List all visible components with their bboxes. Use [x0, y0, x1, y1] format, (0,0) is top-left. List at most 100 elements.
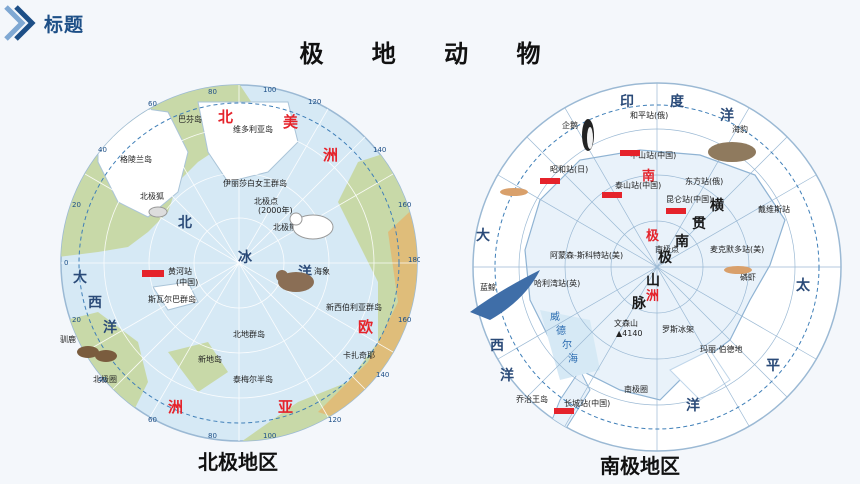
antarctic-circle [494, 104, 820, 430]
lon-label: 160 [398, 201, 411, 209]
arctic-fox-icon [148, 206, 168, 218]
region-label: 洲 [168, 398, 183, 416]
place-label: 海豹 [732, 124, 748, 134]
header-bar: 标题 [0, 0, 860, 46]
ocean-label: 洋 [686, 397, 700, 414]
place-label: 泰山站(中国) [615, 180, 661, 190]
place-label: 和平站(俄) [630, 110, 668, 120]
place-label: 长城站(中国) [564, 398, 610, 408]
lon-label: 60 [148, 100, 157, 108]
lon-label: 20 [72, 316, 81, 324]
lon-label: 80 [208, 88, 217, 96]
station-marker-icon [142, 270, 164, 277]
place-label: 乔治王岛 [516, 394, 548, 404]
place-label: 戴维斯站 [758, 204, 790, 214]
ocean-label: 大 [476, 227, 490, 244]
ocean-label: 印 [620, 93, 634, 110]
lon-label: 140 [376, 371, 389, 379]
south-ocean-labels: 印 度 洋 太 平 洋 大 西 洋 [476, 93, 811, 414]
sea-label: 海 [568, 352, 578, 365]
mountain-label: 脉 [631, 295, 647, 312]
place-label: 蓝鲸 [480, 282, 496, 292]
mountain-label: 极 [658, 249, 673, 266]
region-label: 南 [642, 168, 655, 184]
mountain-label: 山 [646, 273, 660, 289]
ocean-label: 洋 [500, 367, 514, 384]
header-title: 标题 [44, 14, 85, 36]
south-map-caption: 南极地区 [600, 454, 680, 478]
place-label: 北极狐 [140, 191, 164, 201]
region-label: 洲 [646, 289, 659, 304]
seal-icon [708, 142, 756, 162]
krill-icon-2 [724, 266, 752, 274]
sea-label: 尔 [562, 338, 572, 351]
svalbard-land [152, 281, 199, 311]
lon-label: 160 [398, 316, 411, 324]
weddell-sea [540, 310, 600, 380]
place-label: 南极点 [655, 244, 679, 254]
place-label: 驯鹿 [60, 334, 76, 344]
place-label: 中山站(中国) [630, 150, 676, 160]
place-label: 北地群岛 [233, 329, 265, 339]
chevron-logo-icon [4, 5, 36, 41]
region-label: 洲 [323, 146, 338, 164]
place-label: (2000年) [258, 205, 293, 215]
ocean-label: 洋 [103, 319, 117, 336]
page-title: 极 地 动 物 [299, 39, 561, 68]
ocean-label: 冰 [238, 249, 253, 266]
sea-labels: 威 德 尔 海 [550, 310, 578, 365]
place-label: 北极熊 [273, 222, 297, 232]
lon-label: 180 [408, 256, 420, 264]
north-place-labels: 巴芬岛 维多利亚岛 格陵兰岛 北极点 北极熊 黄河站 (中国) 斯瓦尔巴群岛 新… [60, 114, 382, 384]
novaya-zemlya-land [168, 342, 228, 392]
lon-label: 40 [98, 146, 107, 154]
region-label: 美 [283, 113, 299, 131]
north-region-labels: 北 美 洲 欧 亚 洲 [168, 108, 373, 416]
lon-label: 120 [328, 416, 341, 424]
region-label: 极 [646, 228, 660, 244]
penguin-icon [582, 119, 594, 151]
mountain-labels: 横 贯 南 极 山 脉 [631, 197, 725, 312]
lon-label: 80 [208, 432, 217, 440]
place-label: 罗斯冰架 [662, 324, 694, 334]
place-label: 东方站(俄) [685, 176, 723, 186]
north-lon-labels: 80 100 120 140 160 180 160 140 120 100 8… [64, 86, 420, 440]
place-label: 格陵兰岛 [120, 154, 152, 164]
walrus-icon [276, 270, 314, 292]
place-label: 黄河站 [168, 266, 192, 276]
ocean-label: 度 [670, 93, 685, 110]
krill-icon [500, 188, 528, 196]
sea-label: 威 [550, 310, 560, 323]
ocean-label: 北 [178, 215, 192, 231]
place-label: (中国) [176, 277, 198, 287]
place-label: 麦克默多站(美) [710, 244, 764, 254]
place-label: 昆仑站(中国) [666, 194, 712, 204]
place-label: 昭和站(日) [550, 164, 588, 174]
lon-label: 40 [98, 376, 107, 384]
lon-label: 100 [263, 432, 276, 440]
ocean-label: 太 [796, 277, 811, 294]
greenland-land [97, 101, 189, 218]
ocean-label: 西 [490, 338, 504, 354]
place-label: 南极圈 [624, 384, 648, 394]
place-label: 哈利湾站(英) [534, 278, 580, 288]
mountain-label: 南 [675, 233, 689, 250]
station-marker-icon [620, 150, 640, 156]
south-region-labels: 南 极 洲 [642, 168, 660, 304]
region-label: 欧 [358, 318, 373, 336]
ocean-labels: 北 冰 洋 大 西 洋 [73, 215, 312, 336]
place-label: 斯瓦尔巴群岛 [148, 294, 196, 304]
north-map-caption: 北极地区 [198, 450, 278, 474]
place-label: ▲4140 [616, 329, 643, 338]
station-marker-icon [602, 192, 622, 198]
ocean-label: 洋 [720, 107, 734, 124]
region-label: 亚 [278, 398, 293, 416]
ocean-label: 大 [73, 269, 87, 286]
lon-label: 120 [308, 98, 321, 106]
station-marker-icon [666, 208, 686, 214]
polar-bear-icon [289, 212, 334, 240]
place-label: 海象 [314, 266, 330, 276]
place-label: 泰梅尔半岛 [233, 374, 273, 384]
station-markers [540, 150, 686, 414]
canada-islands [197, 101, 299, 183]
